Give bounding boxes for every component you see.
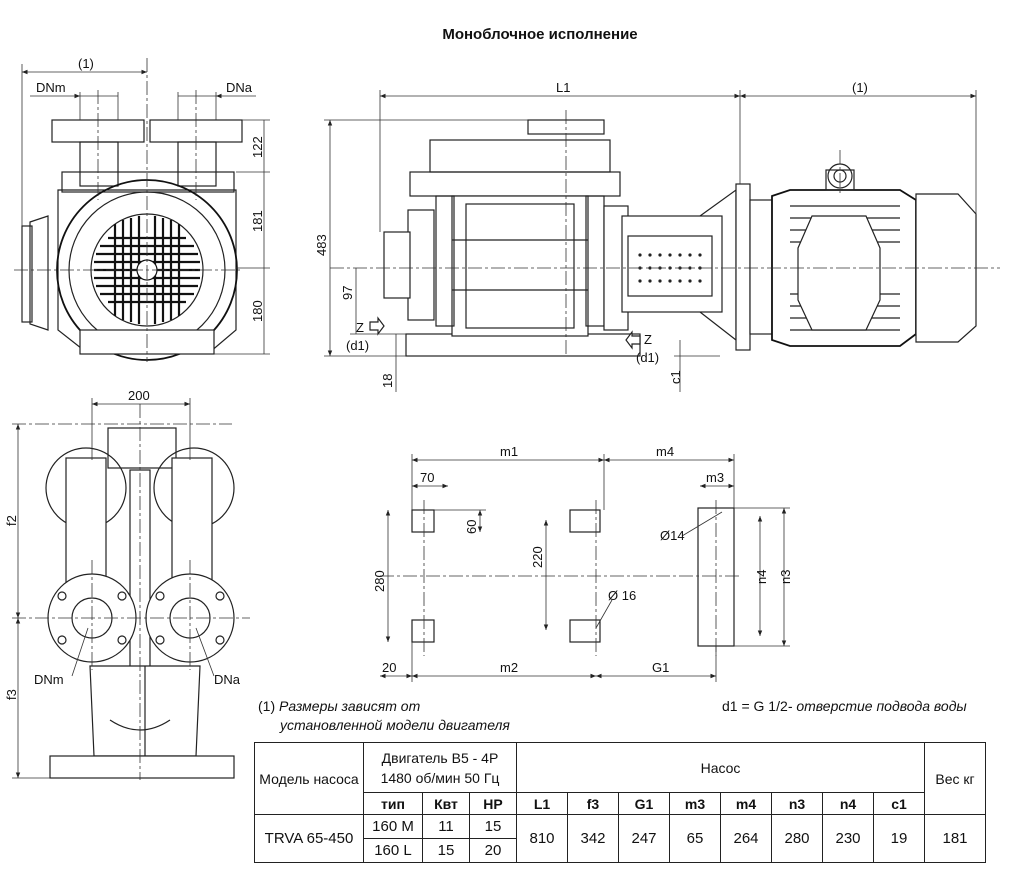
- front-view: (1) DNm DNa 122 181 180: [14, 56, 270, 362]
- header-l1: L1: [516, 792, 568, 815]
- dim-l1: L1: [556, 80, 570, 95]
- dim-483: 483: [314, 234, 329, 256]
- top-view: 200 f2 f3 DNm DNa: [4, 388, 250, 780]
- header-n4: n4: [822, 792, 874, 815]
- header-motor: Двигатель B5 - 4P 1480 об/мин 50 Гц: [363, 742, 517, 793]
- cell-n3: 280: [771, 814, 823, 863]
- note-d1-text: - отверстие подвода воды: [787, 698, 967, 714]
- terminal-pins: [638, 253, 702, 283]
- header-c1: c1: [873, 792, 925, 815]
- cell-kw-1: 11: [422, 814, 470, 839]
- dim-18: 18: [380, 374, 395, 388]
- top-dimensions: 200 f2 f3 DNm DNa: [4, 388, 241, 779]
- cell-n4: 230: [822, 814, 874, 863]
- header-motor-line1: Двигатель B5 - 4P: [381, 749, 499, 766]
- dim-122: 122: [250, 136, 265, 158]
- dim-d14: Ø14: [660, 528, 685, 543]
- header-m4: m4: [720, 792, 772, 815]
- header-m3: m3: [669, 792, 721, 815]
- dim-m4: m4: [656, 444, 674, 459]
- header-type: тип: [363, 792, 423, 815]
- front-dimensions: (1) DNm DNa 122 181 180: [21, 56, 270, 355]
- dim-97: 97: [340, 286, 355, 300]
- dim-note-ref: (1): [78, 56, 94, 71]
- header-model: Модель насоса: [254, 742, 364, 815]
- dim-181: 181: [250, 210, 265, 232]
- dim-dnm: DNm: [36, 80, 66, 95]
- cell-model: TRVA 65-450: [254, 814, 364, 863]
- dim-dna-top: DNa: [214, 672, 241, 687]
- note-line-1: Размеры зависят от: [279, 698, 421, 714]
- header-n3: n3: [771, 792, 823, 815]
- cell-hp-2: 20: [469, 838, 517, 863]
- cell-l1: 810: [516, 814, 568, 863]
- dim-m1: m1: [500, 444, 518, 459]
- plan-dimensions: m1 m4 70 m3 60 280 220 n4 n3 Ø14 Ø 16 20: [372, 444, 793, 682]
- page-title: Моноблочное исполнение: [442, 26, 638, 43]
- header-hp: HP: [469, 792, 517, 815]
- cell-hp-1: 15: [469, 814, 517, 839]
- foundation-plan: m1 m4 70 m3 60 280 220 n4 n3 Ø14 Ø 16 20: [372, 444, 793, 682]
- header-kw: Квт: [422, 792, 470, 815]
- dim-60: 60: [464, 520, 479, 534]
- header-f3: f3: [567, 792, 619, 815]
- dim-n3: n3: [778, 570, 793, 584]
- note-d1: d1 = G 1/2- отверстие подвода воды: [722, 698, 967, 714]
- dim-280: 280: [372, 570, 387, 592]
- cell-g1: 247: [618, 814, 670, 863]
- label-d1-right: (d1): [636, 350, 659, 365]
- cell-c1: 19: [873, 814, 925, 863]
- header-weight: Вес кг: [924, 742, 986, 815]
- dim-n4: n4: [754, 570, 769, 584]
- label-d1-left: (d1): [346, 338, 369, 353]
- dim-20: 20: [382, 660, 396, 675]
- side-dimensions: L1 (1) 483 97 18 Z (d1) Z (d1) c1: [314, 80, 977, 392]
- cell-f3: 342: [567, 814, 619, 863]
- dim-180: 180: [250, 300, 265, 322]
- dim-d16: Ø 16: [608, 588, 636, 603]
- dim-m2: m2: [500, 660, 518, 675]
- dim-70: 70: [420, 470, 434, 485]
- cell-m4: 264: [720, 814, 772, 863]
- dim-f2: f2: [4, 515, 19, 526]
- note-d1-prefix: d1 = G 1/2: [722, 698, 788, 714]
- label-z-right: Z: [644, 332, 652, 347]
- cell-type-1: 160 M: [363, 814, 423, 839]
- dim-m3: m3: [706, 470, 724, 485]
- note-line-2: установленной модели двигателя: [280, 717, 510, 733]
- dim-f3: f3: [4, 689, 19, 700]
- note-number: (1): [258, 698, 276, 714]
- note-motor-dependent: (1) Размеры зависят от установленной мод…: [258, 697, 510, 735]
- dim-dna: DNa: [226, 80, 253, 95]
- dim-200: 200: [128, 388, 150, 403]
- cell-type-2: 160 L: [363, 838, 423, 863]
- side-view: L1 (1) 483 97 18 Z (d1) Z (d1) c1: [314, 80, 1000, 392]
- header-pump: Насос: [516, 742, 925, 793]
- header-motor-line2: 1480 об/мин 50 Гц: [380, 769, 500, 786]
- dim-220: 220: [530, 546, 545, 568]
- dim-c1: c1: [668, 370, 683, 384]
- spec-table: Модель насоса Двигатель B5 - 4P 1480 об/м…: [254, 742, 986, 863]
- dim-g1: G1: [652, 660, 669, 675]
- dim-note-ref-side: (1): [852, 80, 868, 95]
- dim-dnm-top: DNm: [34, 672, 64, 687]
- label-z-left: Z: [356, 320, 364, 335]
- cell-m3: 65: [669, 814, 721, 863]
- cell-kw-2: 15: [422, 838, 470, 863]
- header-g1: G1: [618, 792, 670, 815]
- cell-weight: 181: [924, 814, 986, 863]
